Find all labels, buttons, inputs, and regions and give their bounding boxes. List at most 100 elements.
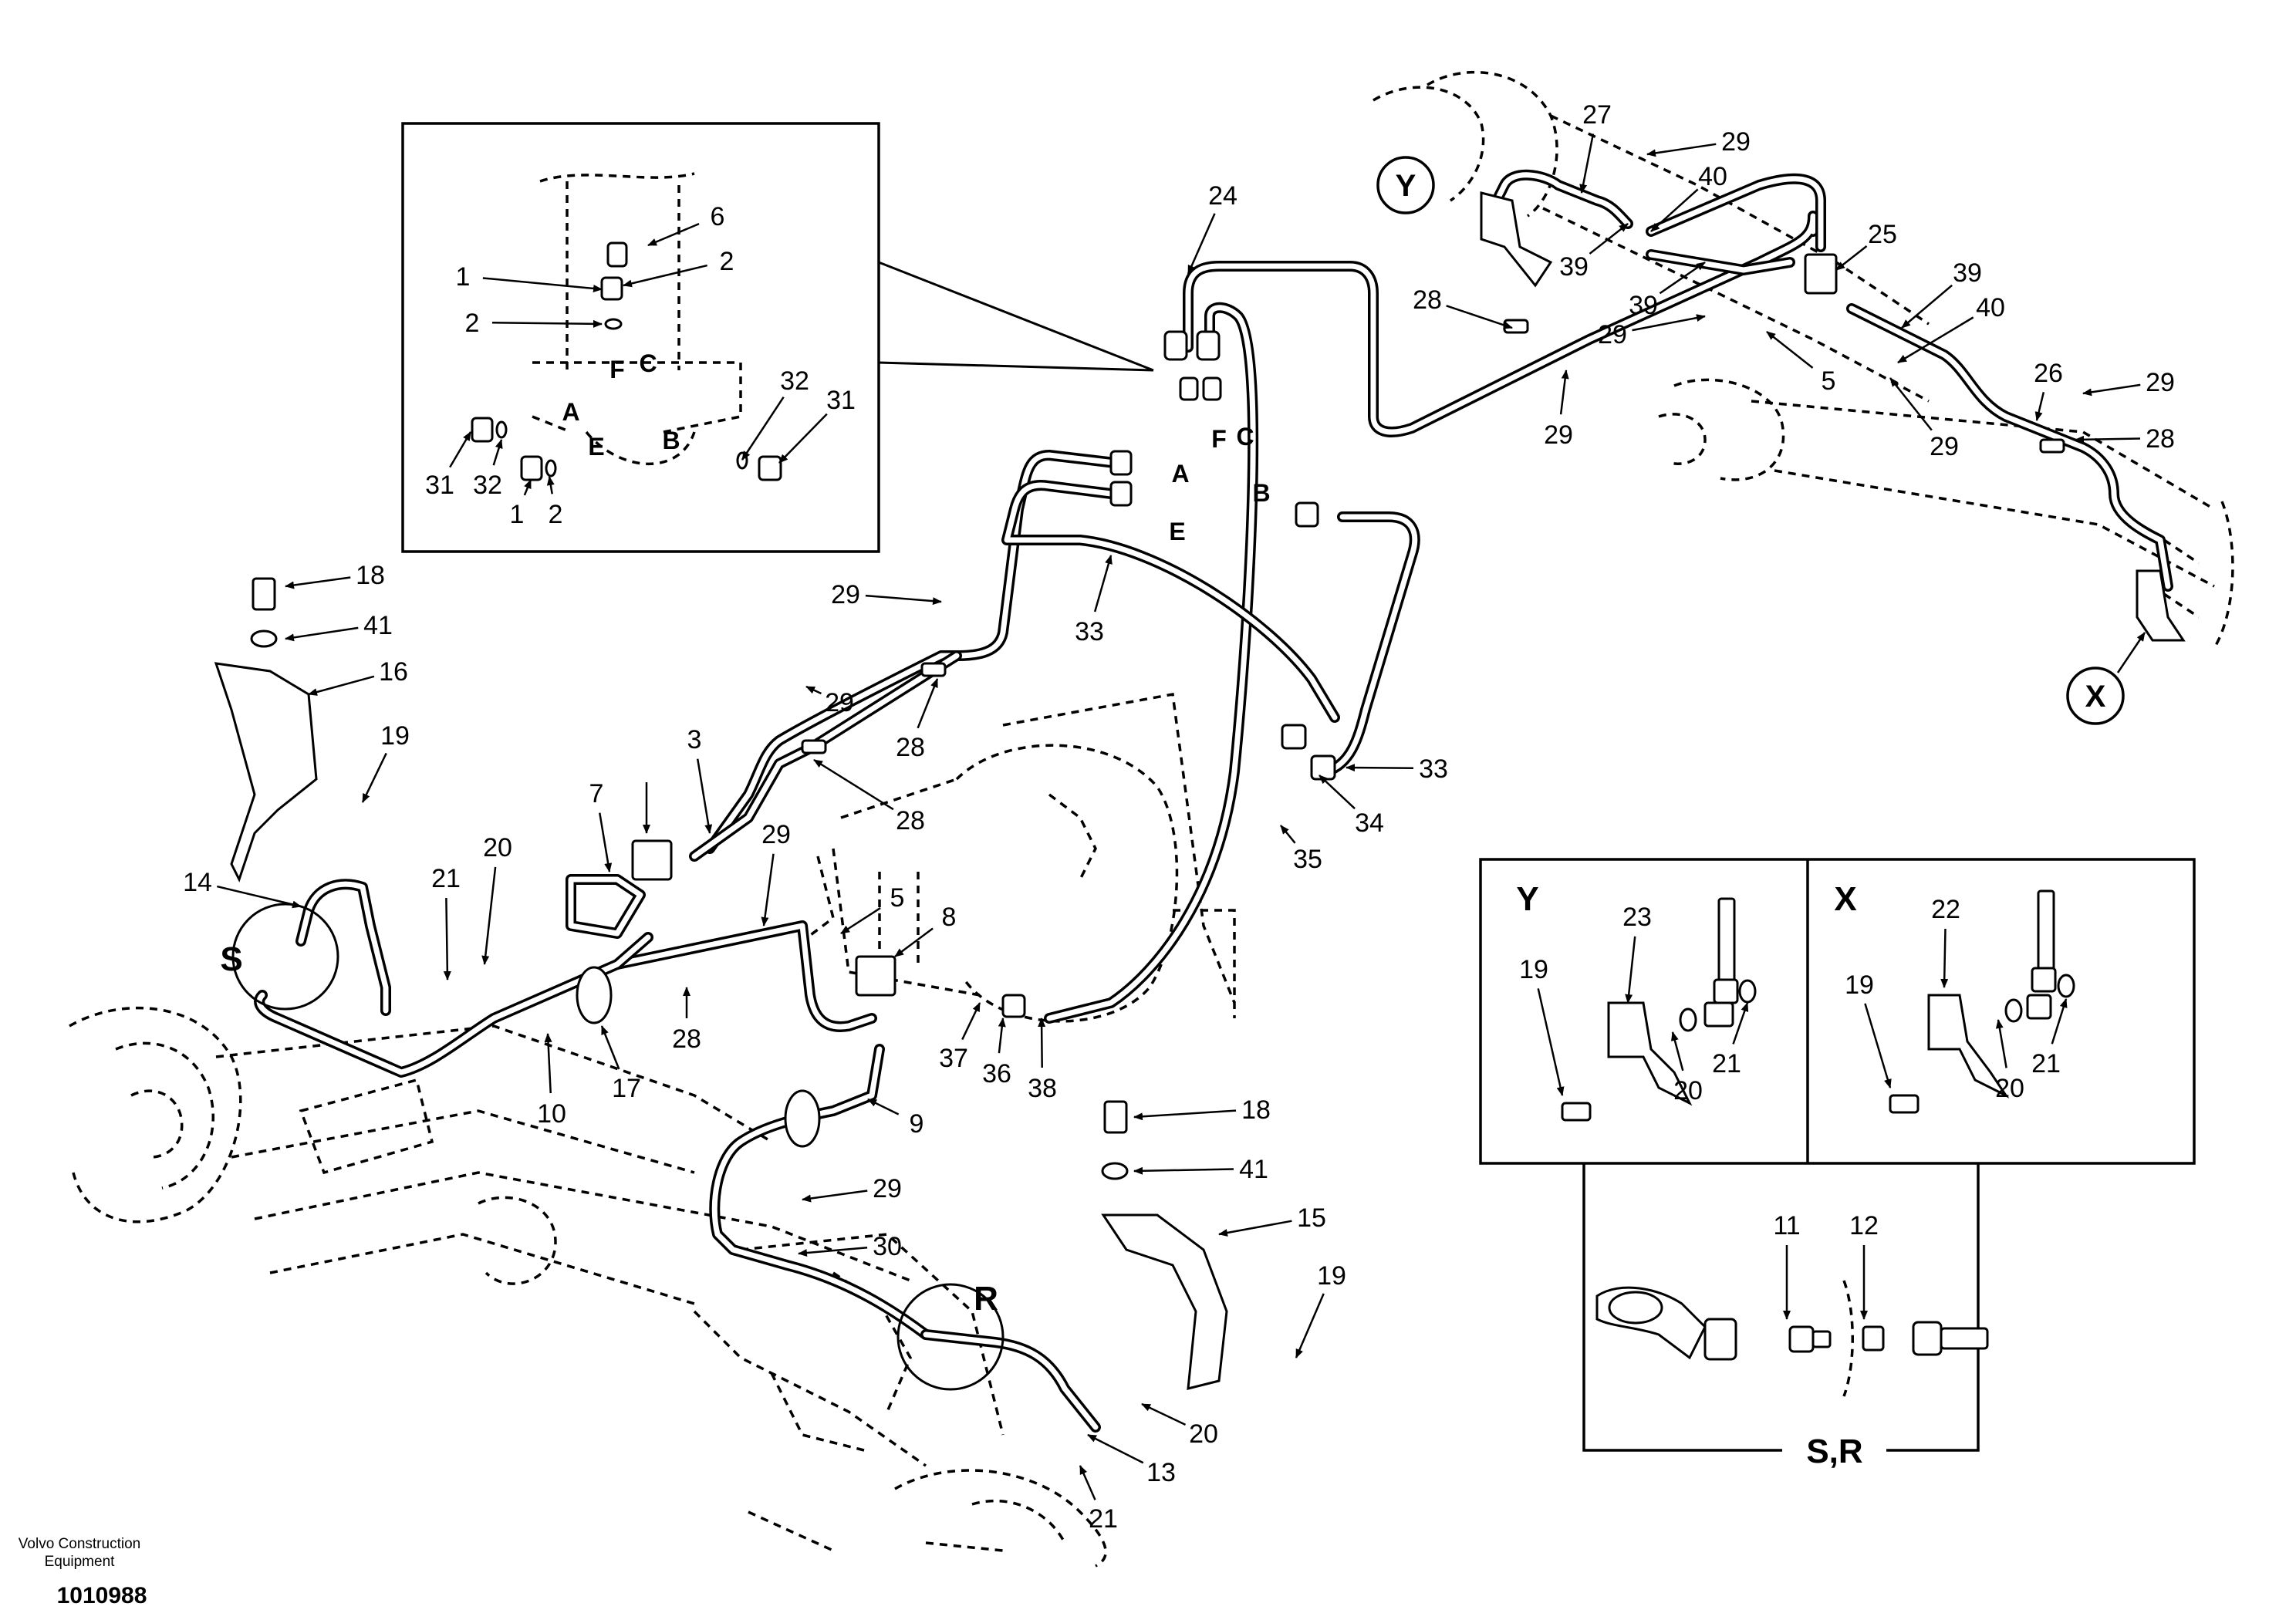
callout-c21d: 21: [2031, 998, 2068, 1078]
callout-label: 11: [1773, 1211, 1800, 1240]
callout-label: 2: [549, 500, 563, 529]
callout-c32a: 32: [473, 439, 503, 500]
callout-leader: [741, 397, 785, 461]
callout-label: 41: [363, 611, 393, 640]
callout-label: 15: [1297, 1203, 1326, 1233]
callout-c21a: 21: [431, 864, 461, 980]
callout-leader: [1766, 331, 1814, 369]
callout-label: 41: [1239, 1155, 1268, 1184]
callout-leader: [805, 685, 822, 695]
callout-label: 25: [1868, 220, 1897, 249]
callout-c29d: 29: [1889, 377, 1959, 461]
callout-leader: [308, 675, 375, 696]
callout-label: 21: [2031, 1049, 2061, 1078]
callout-label: 35: [1293, 845, 1322, 874]
callout-leader: [1133, 1109, 1237, 1121]
callout-leader: [1079, 1465, 1096, 1500]
callout-label: 6: [711, 202, 725, 231]
callout-label: 28: [896, 733, 925, 762]
callout-label: 18: [356, 561, 385, 590]
port-letter-c: C: [1236, 423, 1254, 451]
callout-leader: [544, 1033, 552, 1094]
callout-label: 9: [910, 1109, 924, 1139]
callout-label: 39: [1629, 291, 1658, 320]
pipe-3: [689, 650, 962, 862]
callout-c2c: 2: [546, 476, 563, 529]
callout-leader: [1295, 1293, 1325, 1358]
callout-label: 2: [720, 247, 734, 276]
pipe-33-lower: [1001, 480, 1340, 723]
callout-leader: [449, 431, 472, 468]
callout-c31a: 31: [425, 431, 472, 500]
callout-c29i: 29: [802, 1174, 902, 1203]
callout-c8: 8: [894, 903, 956, 958]
callout-label: 12: [1849, 1211, 1879, 1240]
detail-frame-sr: S,R: [1582, 1163, 1989, 1470]
callout-c28a: 28: [1413, 285, 1513, 329]
callout-leader: [2082, 383, 2141, 397]
callout-leader: [1889, 377, 1933, 431]
callout-leader: [1732, 1002, 1749, 1045]
callout-label: 20: [1673, 1076, 1703, 1105]
callout-label: 16: [379, 657, 408, 687]
callout-label: 21: [431, 864, 461, 893]
chassis-outline: [69, 1006, 1107, 1568]
svg-text:X: X: [2085, 680, 2106, 714]
callout-label: 29: [1721, 127, 1751, 157]
callout-leader: [1901, 284, 1953, 329]
callout-leader: [1319, 775, 1356, 810]
callout-c27: 27: [1579, 100, 1612, 194]
callout-c5a: 5: [1766, 331, 1836, 396]
callout-leader: [216, 885, 302, 909]
callout-label: 32: [473, 471, 502, 500]
inset-detail-box: [401, 122, 1154, 553]
callout-label: 24: [1208, 181, 1237, 211]
footer: Volvo Construction Equipment 1010988: [19, 1536, 147, 1608]
pipe-7: [566, 874, 646, 939]
callout-c20c: 20: [1671, 1031, 1703, 1105]
callout-label: 5: [890, 883, 905, 913]
callout-label: 31: [425, 471, 454, 500]
port-letter-f: F: [609, 356, 625, 383]
callout-c36: 36: [982, 1018, 1011, 1088]
callout-c28b: 28: [2075, 424, 2175, 454]
callout-label: 5: [1822, 366, 1836, 396]
callout-label: 28: [672, 1024, 701, 1054]
callout-leader: [696, 758, 713, 834]
callout-leader: [1995, 1019, 2007, 1068]
callout-c41a: 41: [285, 611, 393, 642]
callout-leader: [1897, 316, 1974, 364]
view-bubble-x: X: [2066, 632, 2146, 725]
callout-c2b: 2: [465, 309, 603, 338]
callout-label: 20: [483, 833, 512, 862]
view-bubble-y: Y: [1376, 156, 1435, 214]
pipe-33-upper: [704, 450, 1120, 854]
detail-y-title: Y: [1516, 880, 1538, 918]
callout-c24: 24: [1187, 181, 1237, 275]
callout-label: 32: [780, 366, 809, 396]
pipe-27: [1484, 169, 1633, 229]
callout-leader: [1864, 1003, 1892, 1088]
callout-leader: [481, 866, 497, 965]
callout-label: 19: [1519, 955, 1548, 984]
callout-c38: 38: [1028, 1018, 1057, 1103]
callout-c39a: 39: [1559, 223, 1629, 282]
callout-c3: 3: [687, 725, 713, 834]
callout-c11: 11: [1773, 1211, 1801, 1320]
callout-c40b: 40: [1897, 293, 2005, 364]
callout-leader: [1632, 314, 1706, 332]
port-letter-b: B: [662, 427, 680, 454]
callout-c19a: 19: [361, 721, 410, 803]
callout-leader: [961, 1002, 981, 1041]
callout-c2a: 2: [623, 247, 734, 288]
callout-leader: [647, 222, 700, 247]
callout-leader: [917, 678, 939, 729]
port-letter-a: A: [562, 398, 579, 426]
callout-leader: [491, 319, 603, 328]
callout-c25: 25: [1835, 220, 1897, 271]
callout-leader: [761, 853, 775, 926]
callout-label: 29: [1930, 432, 1959, 461]
callout-label: 29: [1544, 420, 1573, 450]
callout-c22: 22: [1931, 895, 1960, 988]
callout-label: 17: [612, 1074, 641, 1103]
